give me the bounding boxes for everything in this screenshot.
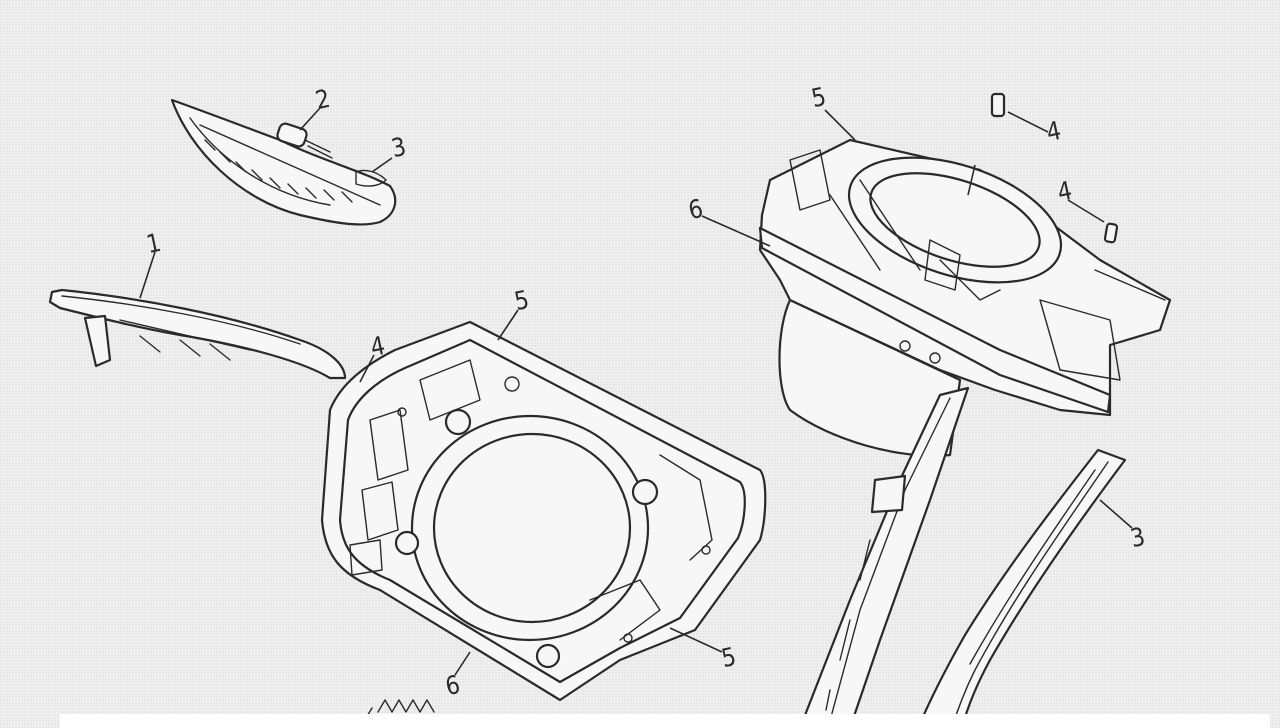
tensioner [276,122,387,187]
cylinder-block [758,138,1172,457]
chain-guide-left [48,288,347,380]
dowel-pin-top-right [990,92,1119,244]
chain-guide-vertical [798,386,970,728]
chain-guide-upper [170,98,397,226]
chain-guide-right [916,448,1127,728]
cylinder-gasket [320,320,767,702]
leader-lines [139,107,1133,676]
bottom-strip [60,714,1270,728]
